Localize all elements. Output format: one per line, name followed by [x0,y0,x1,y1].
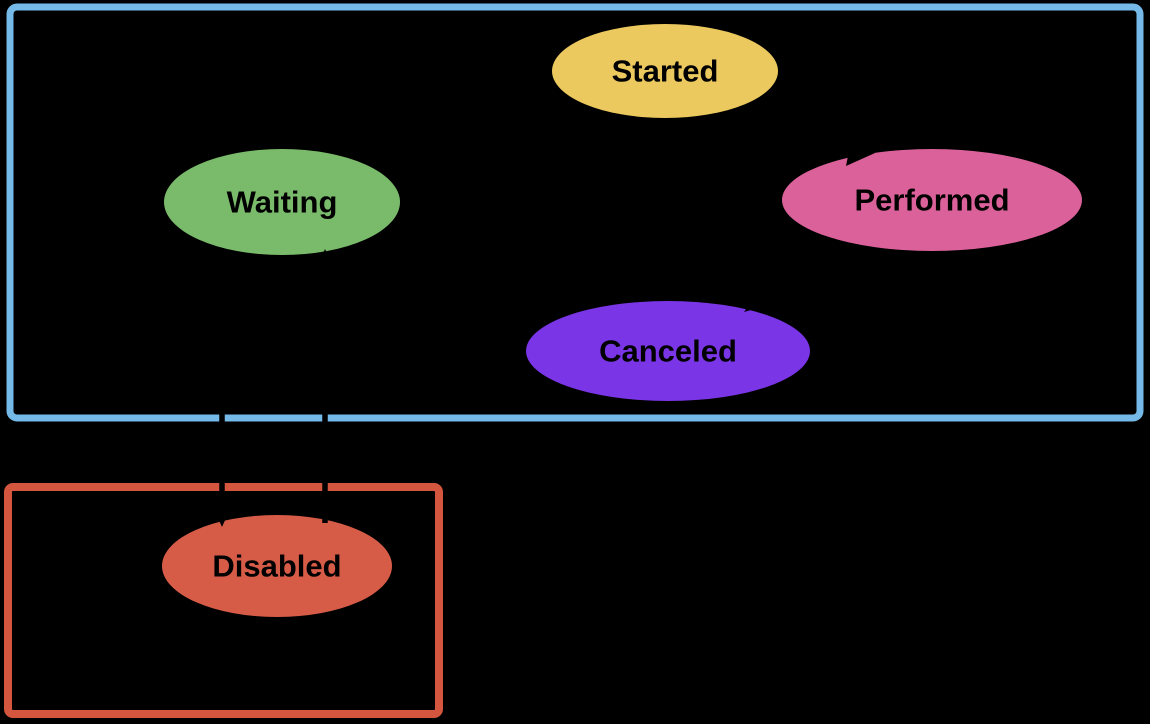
state-started-label: Started [612,54,719,89]
edge-started-to-performed-arrowhead [846,136,875,166]
state-performed-label: Performed [854,183,1009,218]
active-states-group-border [6,3,1144,422]
state-disabled-ellipse [162,515,392,617]
edge-performed-to-canceled-arrowhead [744,294,775,312]
state-disabled-label: Disabled [212,549,341,584]
edge-disabled-to-waiting-arrowhead [316,249,334,269]
state-waiting-ellipse [164,149,400,255]
state-canceled-label: Canceled [599,334,737,369]
state-waiting-label: Waiting [227,185,338,220]
state-performed-ellipse [782,149,1082,251]
state-started-ellipse [552,24,778,118]
edge-waiting-to-disabled-arrowhead [213,507,231,527]
state-canceled-ellipse [526,301,810,401]
